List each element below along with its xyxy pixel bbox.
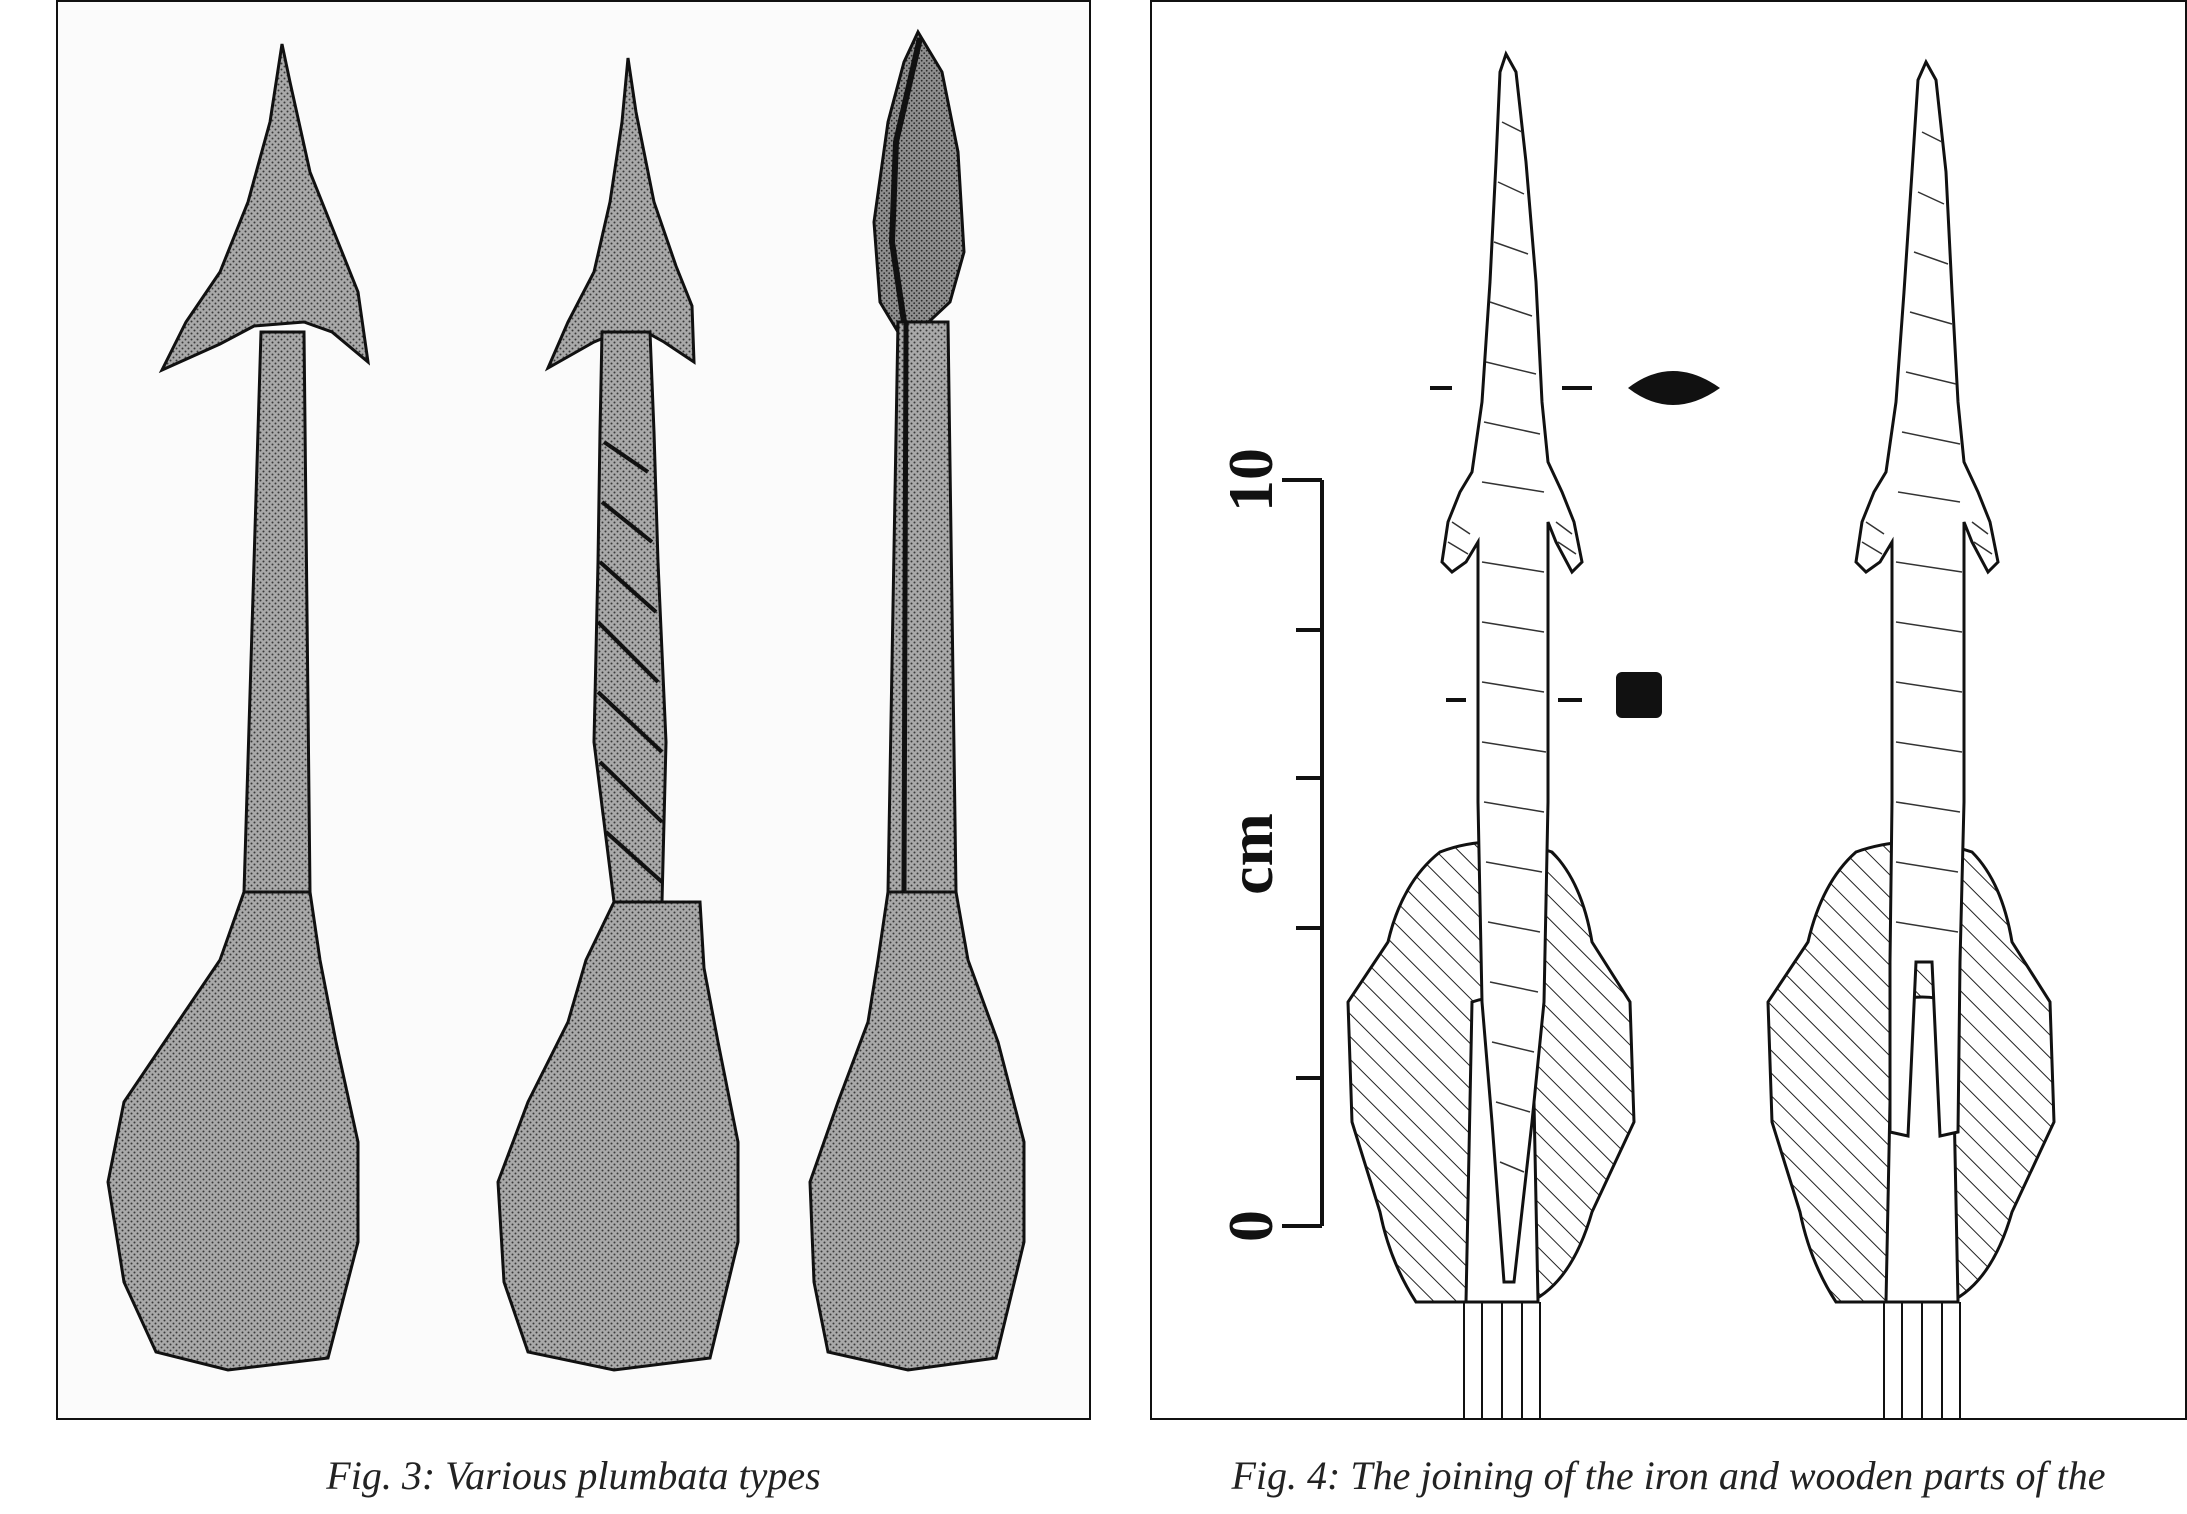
- square-section-icon: [1616, 672, 1662, 718]
- lead-weight: [106, 890, 360, 1372]
- iron-head: [1440, 50, 1584, 1284]
- twist-lines: [596, 440, 664, 884]
- iron-head: [1854, 58, 2000, 1138]
- lead-weight: [496, 900, 740, 1372]
- plumbata-front-view: [1346, 50, 1636, 1418]
- lead-weight: [808, 890, 1026, 1372]
- iron-texture: [1447, 121, 1577, 1173]
- plumbata-type-3: [808, 28, 1026, 1372]
- shaft: [242, 330, 312, 894]
- plumbata-type-2: [496, 57, 740, 1372]
- head-edge: [888, 37, 923, 323]
- barbed-head: [158, 43, 371, 374]
- iron-wood-joint-illustration: 10 cm 0: [1215, 50, 2056, 1418]
- leaf-head: [872, 28, 966, 334]
- scale-bar: [1282, 478, 1324, 1228]
- wooden-shaft: [1463, 1302, 1541, 1418]
- figure-3-panel: [56, 0, 1091, 1420]
- scale-label-bottom: 0: [1215, 1210, 1286, 1242]
- shaft-edge: [901, 321, 909, 893]
- figure-4-panel: 10 cm 0: [1150, 0, 2187, 1420]
- figure-3-caption: Fig. 3: Various plumbata types: [326, 1453, 821, 1498]
- lens-section-icon: [1628, 371, 1720, 405]
- iron-texture: [1861, 131, 1993, 933]
- plumbata-types-illustration: [106, 28, 1026, 1372]
- cross-section-markers: [1430, 386, 1592, 702]
- shaft: [886, 320, 958, 894]
- wooden-shaft: [1883, 1302, 1961, 1418]
- figure-4-caption: Fig. 4: The joining of the iron and wood…: [1231, 1453, 2106, 1498]
- plumbata-side-view: [1766, 58, 2056, 1418]
- scale-unit-label: cm: [1215, 813, 1286, 895]
- barbed-head: [544, 57, 696, 372]
- plumbata-type-1: [106, 43, 371, 1372]
- scale-label-top: 10: [1215, 448, 1286, 512]
